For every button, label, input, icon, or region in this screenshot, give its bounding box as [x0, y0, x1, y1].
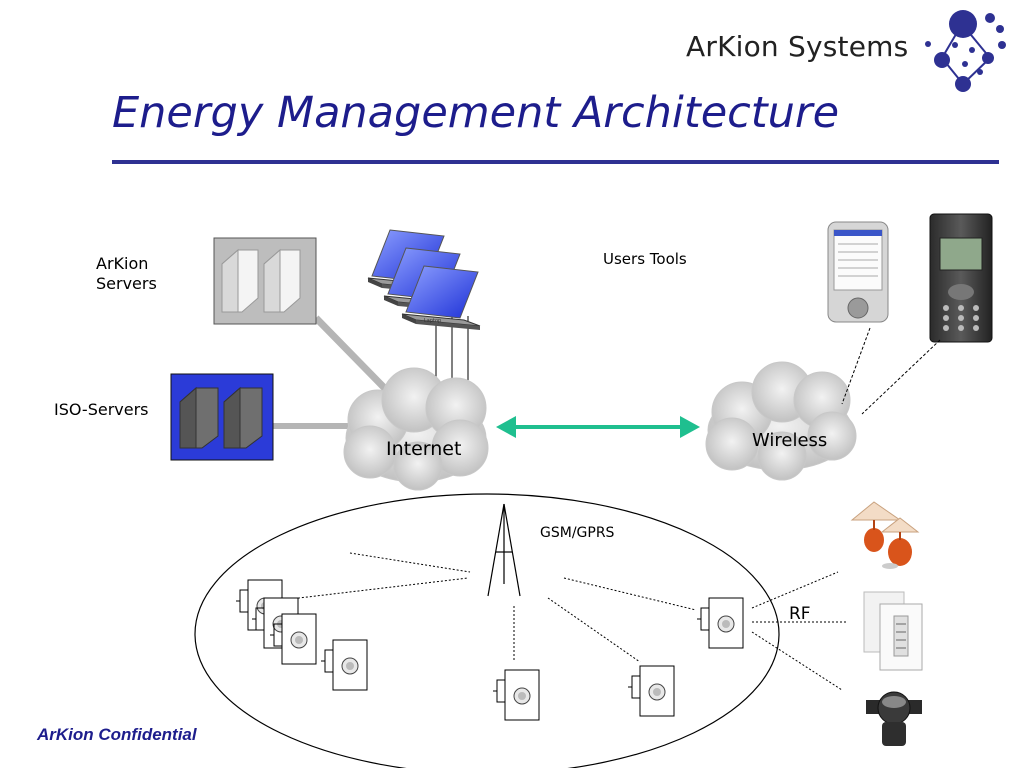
meter-icon: [320, 639, 368, 691]
arkion-logo-icon: [925, 10, 1006, 92]
internet-wireless-arrow: [496, 416, 700, 438]
wireless-label: Wireless: [752, 430, 828, 451]
gsm-tower-icon: [487, 503, 521, 597]
internet-label: Internet: [386, 438, 462, 460]
confidential-footer: ArKion Confidential: [37, 725, 197, 744]
arkion-servers-icon: [213, 237, 317, 325]
users-tools-label: Users Tools: [603, 250, 687, 268]
gsm-gprs-label: GSM/GPRS: [540, 525, 615, 541]
arkion-servers-label: ArKion Servers: [96, 254, 157, 293]
iso-servers-label: ISO-Servers: [54, 400, 149, 419]
lamps-icon: [850, 501, 920, 569]
title-divider: [112, 160, 999, 164]
gsm-links: [281, 552, 697, 663]
page-title: Energy Management Architecture: [112, 88, 840, 138]
mobile-phone-icon: [929, 213, 993, 343]
internet-cloud-icon: [343, 367, 489, 491]
water-meter-icon: [866, 691, 922, 746]
company-name: ArKion Systems: [686, 30, 909, 63]
wireless-device-links: [841, 327, 941, 415]
meter-icon: [696, 597, 744, 649]
field-network-ellipse: [194, 493, 780, 768]
meter-icon: [627, 665, 675, 717]
laptops-icon: [367, 229, 481, 330]
wireless-cloud-icon: [705, 361, 857, 481]
iso-servers-icon: [170, 373, 274, 461]
rf-label: RF: [789, 604, 811, 624]
pda-icon: [827, 221, 889, 323]
control-panels-icon: [863, 591, 923, 671]
rf-links: [751, 571, 846, 691]
meter-icon: [492, 669, 540, 721]
laptop-caption: Laptop: [424, 318, 442, 324]
